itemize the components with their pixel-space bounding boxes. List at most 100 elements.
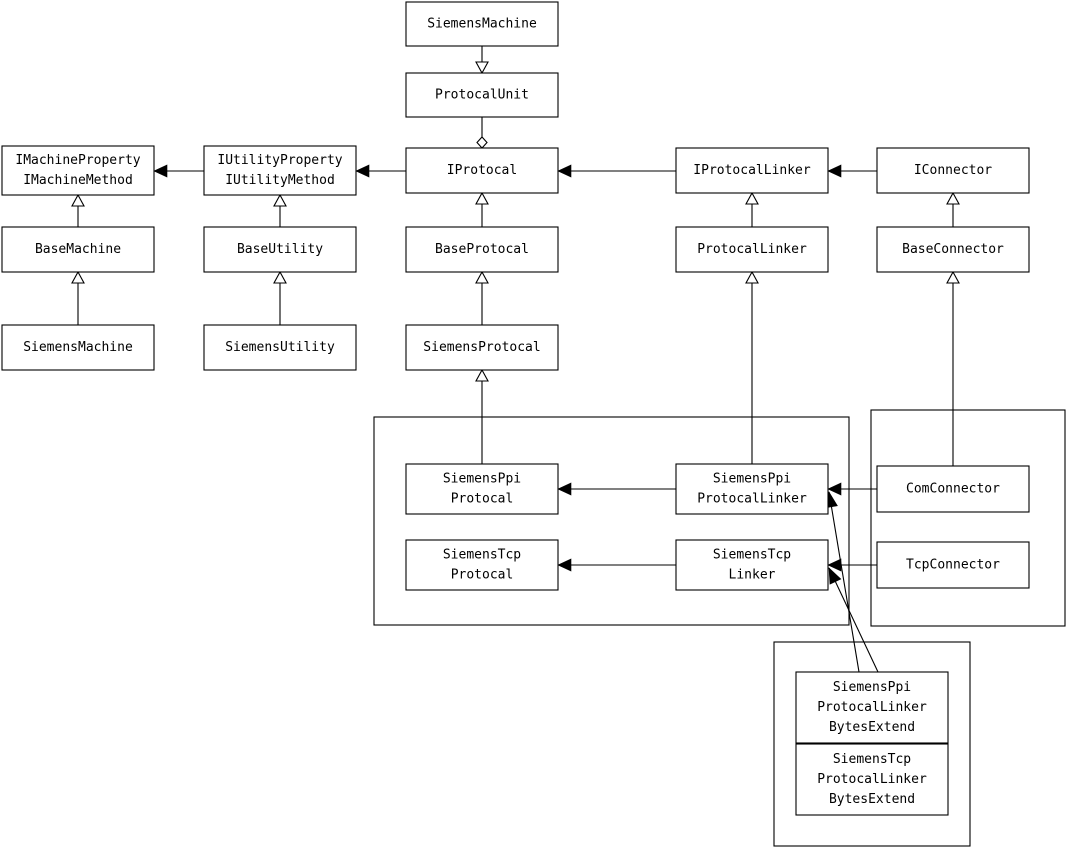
class-box-label-line: ProtocalLinker — [697, 242, 807, 257]
group-containers-layer — [373, 409, 1066, 847]
class-box-label-line: SiemensPpi — [833, 680, 911, 695]
class-box-frame — [405, 463, 559, 515]
edge-base-utility-to-iutility — [273, 193, 287, 227]
class-box-label-line: SiemensPpi — [713, 472, 791, 487]
edge-iutility-to-imachine — [153, 164, 204, 178]
class-box-label-line: ProtocalLinker — [817, 772, 927, 787]
arrowhead-solid-triangle-left — [827, 164, 842, 178]
class-box-siemens-machine-impl[interactable]: SiemensMachine — [1, 324, 155, 371]
class-box-frame — [876, 226, 1030, 273]
class-box-frame — [675, 147, 829, 194]
group-container-protocal-implementation-group — [373, 416, 850, 626]
class-box-label-line: SiemensMachine — [23, 340, 133, 355]
class-box-label-line: SiemensPpi — [443, 472, 521, 487]
edge-siemens-ppi-linker-to-protocal-linker — [745, 270, 759, 464]
edge-base-machine-to-imachine — [71, 193, 85, 227]
class-box-frame — [405, 226, 559, 273]
class-box-label-line: SiemensTcp — [713, 548, 791, 563]
class-box-frame — [1, 226, 155, 273]
class-box-frame — [203, 145, 357, 196]
class-box-frame — [675, 226, 829, 273]
class-box-label-line: BytesExtend — [829, 720, 915, 735]
class-box-label-line: BaseMachine — [35, 242, 121, 257]
class-box-frame — [876, 541, 1030, 589]
edge-tcp-linker-to-tcp-protocal — [557, 558, 676, 572]
arrowhead-solid-triangle-left — [827, 482, 842, 496]
class-box-label-line: SiemensTcp — [833, 752, 911, 767]
edge-iconnector-to-iprotocal-linker — [827, 164, 877, 178]
class-box-base-machine[interactable]: BaseMachine — [1, 226, 155, 273]
arrowhead-hollow-triangle-up — [273, 270, 287, 284]
class-box-label-line: ProtocalLinker — [697, 492, 807, 507]
edge-ppi-linker-to-ppi-protocal — [557, 482, 676, 496]
arrowhead-solid-triangle-left — [557, 164, 572, 178]
edge-protocal-linker-to-iprotocal-linker — [745, 191, 759, 227]
class-box-label-line: IMachineProperty — [15, 153, 140, 168]
edge-siemens-protocal-to-base-protocal — [475, 270, 489, 325]
class-box-label-line: ComConnector — [906, 482, 1000, 497]
class-box-frame — [405, 1, 559, 47]
arrowhead-hollow-triangle-up — [475, 270, 489, 284]
class-box-protocal-unit[interactable]: ProtocalUnit — [405, 72, 559, 118]
class-box-label-line: TcpConnector — [906, 558, 1000, 573]
edge-line — [828, 567, 879, 673]
arrowhead-hollow-triangle-up — [71, 193, 85, 207]
class-box-frame — [405, 324, 559, 371]
class-box-base-connector[interactable]: BaseConnector — [876, 226, 1030, 273]
arrowhead-hollow-triangle-up — [273, 193, 287, 207]
edge-com-connector-to-base-connector — [946, 270, 960, 466]
class-box-siemens-machine-top[interactable]: SiemensMachine — [405, 1, 559, 47]
arrowhead-hollow-diamond — [476, 136, 488, 149]
edge-siemens-machine-to-base-machine — [71, 270, 85, 325]
class-box-frame — [876, 147, 1030, 194]
arrowhead-hollow-triangle-up — [71, 270, 85, 284]
class-box-label-line: ProtocalLinker — [817, 700, 927, 715]
class-box-iprotocal[interactable]: IProtocal — [405, 147, 559, 194]
edge-iprotocal-to-iutility — [355, 164, 406, 178]
class-box-label-line: SiemensMachine — [427, 17, 537, 32]
class-box-siemens-protocal[interactable]: SiemensProtocal — [405, 324, 559, 371]
class-box-label-line: BaseConnector — [902, 242, 1004, 257]
edge-siemens-machine-to-protocal-unit — [475, 46, 489, 75]
edge-iprotocal-linker-to-iprotocal — [557, 164, 676, 178]
class-box-iconnector[interactable]: IConnector — [876, 147, 1030, 194]
class-box-label-line: Linker — [729, 568, 776, 583]
class-box-protocal-linker[interactable]: ProtocalLinker — [675, 226, 829, 273]
class-box-base-utility[interactable]: BaseUtility — [203, 226, 357, 273]
class-box-label-line: IConnector — [914, 163, 992, 178]
arrowhead-solid-triangle-left — [355, 164, 370, 178]
class-box-label-line: SiemensTcp — [443, 548, 521, 563]
arrowhead-solid-triangle-left — [153, 164, 168, 178]
class-box-siemens-utility[interactable]: SiemensUtility — [203, 324, 357, 371]
relationship-edges-layer — [71, 46, 960, 745]
class-box-com-connector[interactable]: ComConnector — [876, 465, 1030, 513]
class-box-label-line: BaseProtocal — [435, 242, 529, 257]
class-box-frame — [405, 147, 559, 194]
arrowhead-hollow-triangle-up — [745, 270, 759, 284]
class-box-frame — [675, 463, 829, 515]
group-container-connector-implementation-group — [870, 409, 1066, 627]
arrowhead-hollow-triangle-up — [946, 270, 960, 284]
class-box-label-line: BaseUtility — [237, 242, 323, 257]
class-box-frame — [1, 145, 155, 196]
edge-base-protocal-to-iprotocal — [475, 191, 489, 227]
class-box-label-line: SiemensUtility — [225, 340, 335, 355]
class-box-iprotocal-linker[interactable]: IProtocalLinker — [675, 147, 829, 194]
arrowhead-solid-triangle-left — [557, 558, 572, 572]
class-box-label-line: IUtilityMethod — [225, 173, 335, 188]
class-box-tcp-connector[interactable]: TcpConnector — [876, 541, 1030, 589]
class-box-base-protocal[interactable]: BaseProtocal — [405, 226, 559, 273]
class-box-frame — [876, 465, 1030, 513]
arrowhead-solid-triangle-diag — [828, 567, 842, 585]
class-box-label-line: IUtilityProperty — [217, 153, 342, 168]
